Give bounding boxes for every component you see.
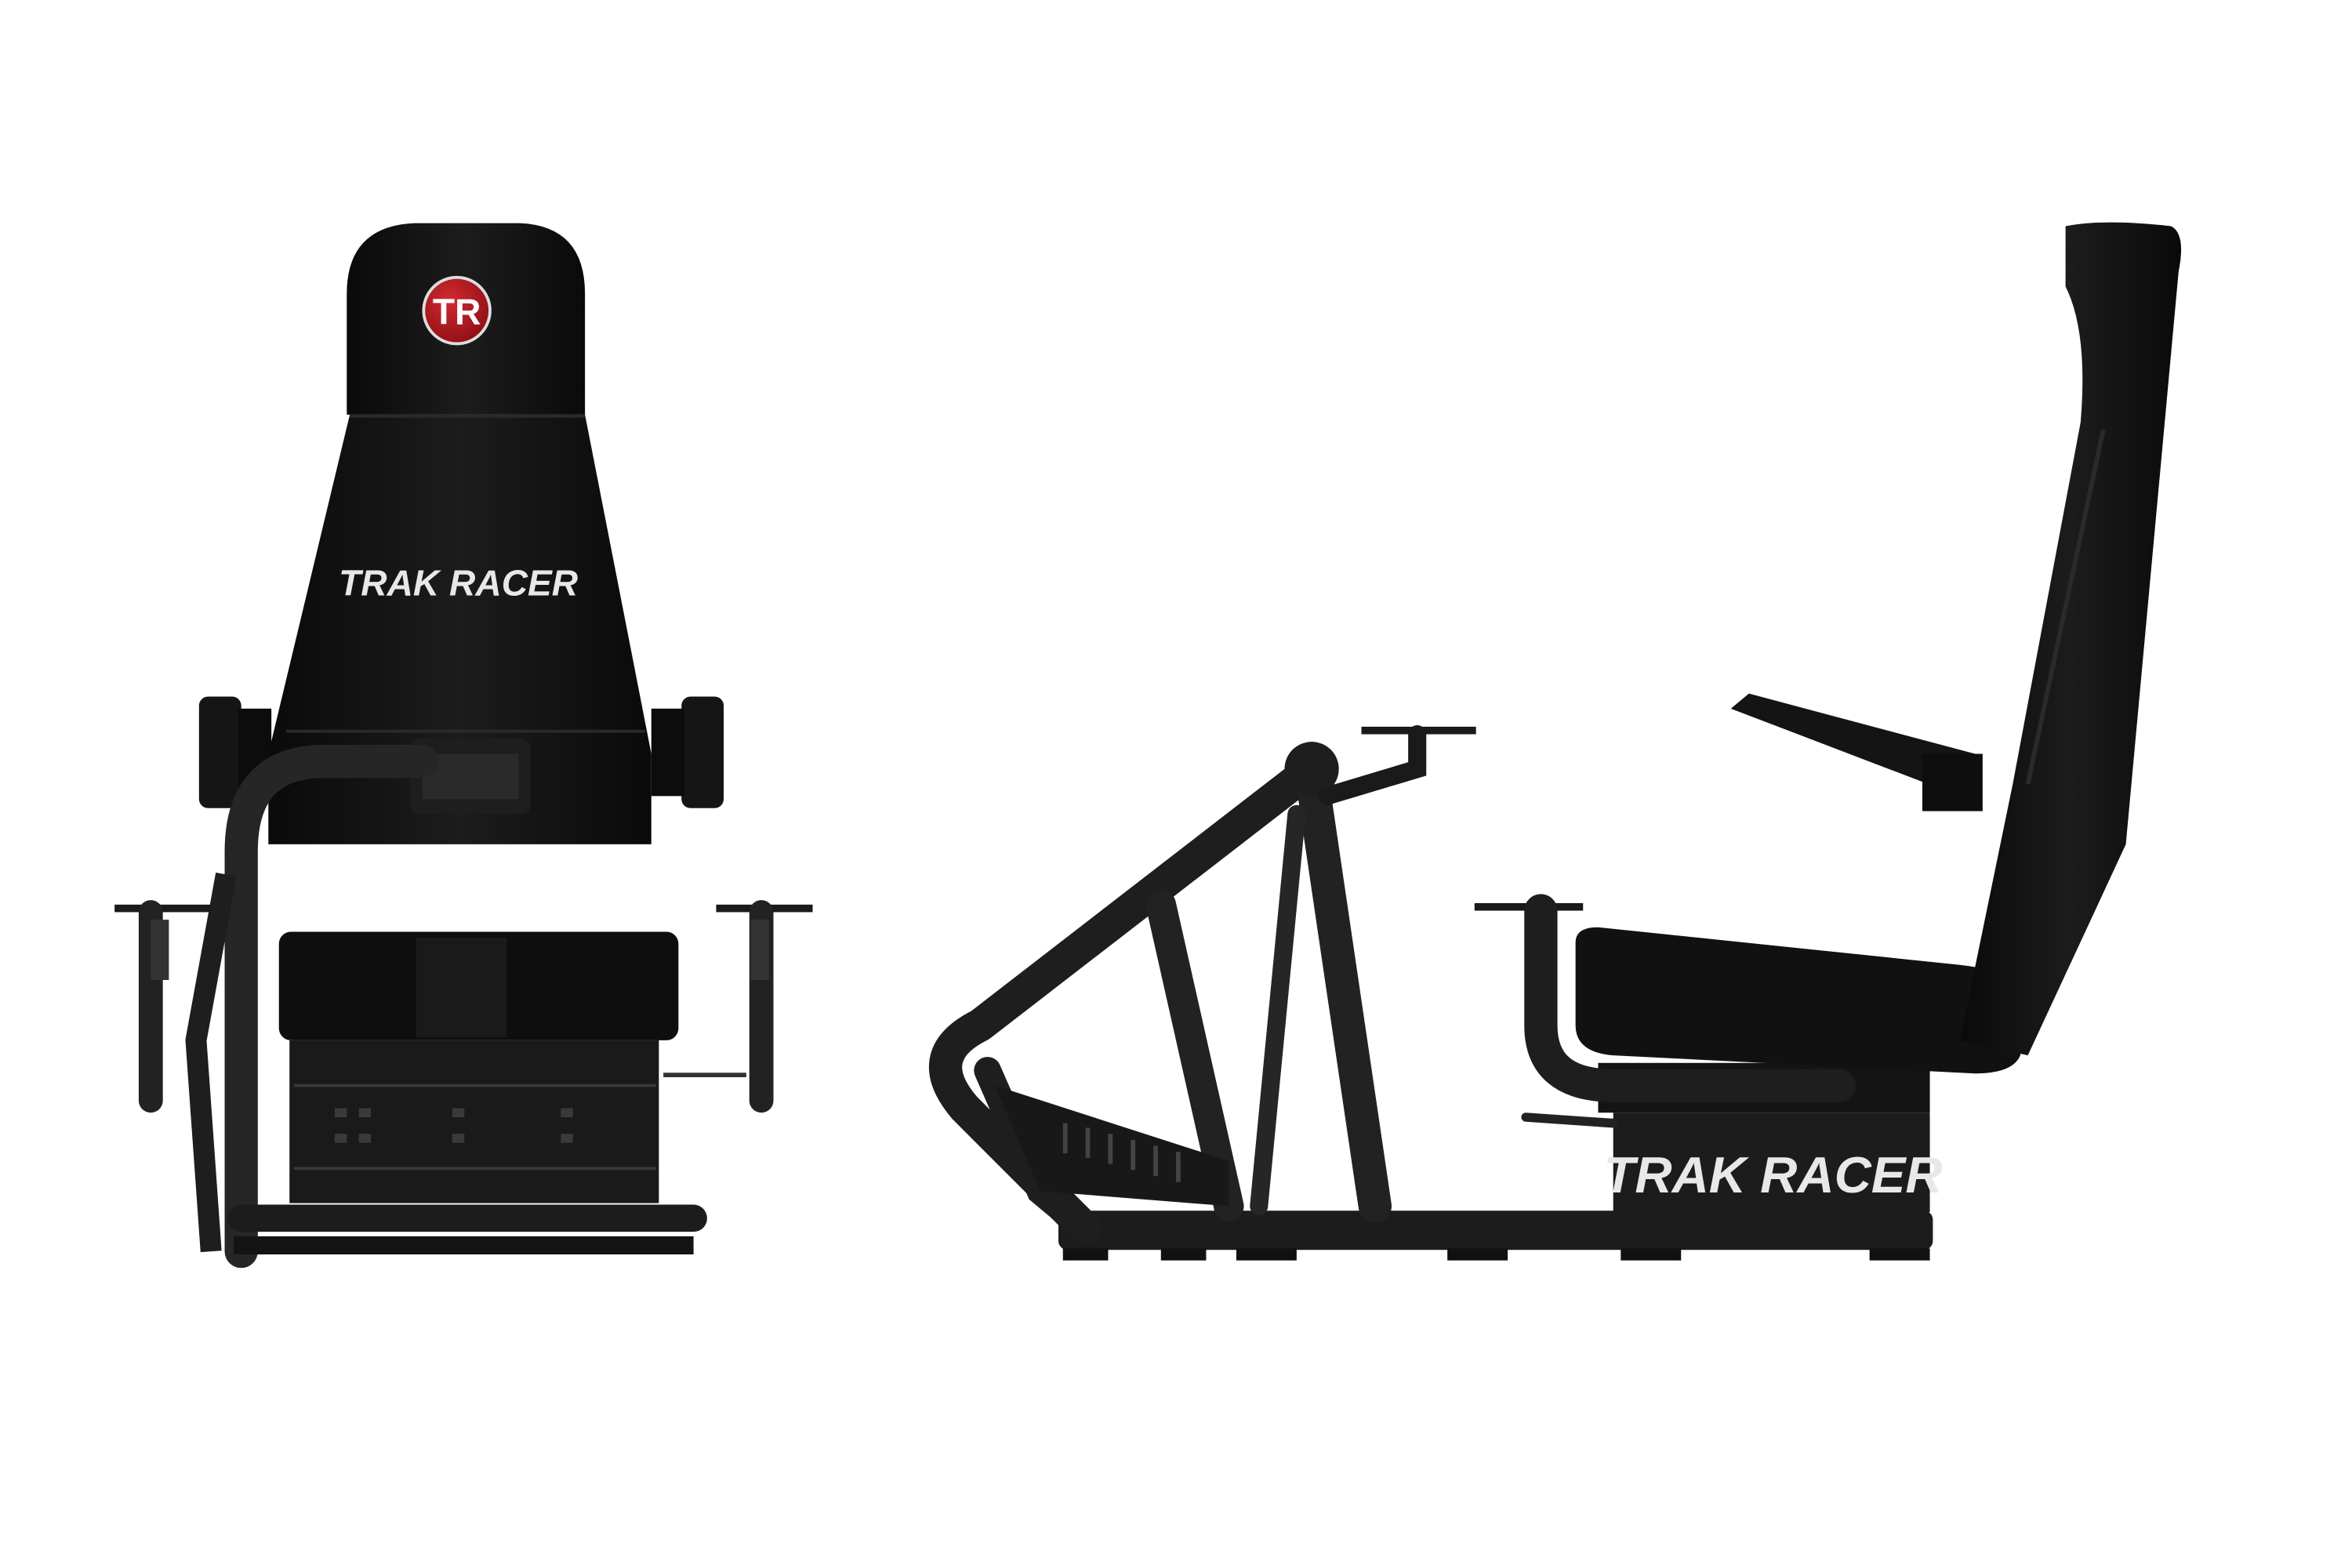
side-view: TRAK RACER xyxy=(929,222,2182,1261)
side-brand-label: TRAK RACER xyxy=(1603,1146,1942,1203)
side-wheel-upright xyxy=(1294,760,1392,1223)
front-backrest xyxy=(268,414,652,844)
side-front-tube xyxy=(929,752,1329,1246)
side-seat-cushion xyxy=(1575,927,2028,1074)
side-wheel-mount xyxy=(1284,725,1476,805)
tr-logo-icon: TR xyxy=(422,275,492,346)
front-brand-label: TRAK RACER xyxy=(339,563,578,604)
left-armrest xyxy=(198,696,241,808)
front-seat-slider xyxy=(289,1040,659,1203)
front-view: TR TRAK RACER xyxy=(114,223,813,1269)
side-armrest xyxy=(1730,693,1976,800)
left-side-mount xyxy=(114,900,212,1113)
side-backrest xyxy=(1960,222,2182,1056)
side-slider-block xyxy=(1613,1112,1930,1213)
front-frame-tube xyxy=(224,745,439,1269)
right-armrest xyxy=(681,696,724,808)
side-shifter-mount xyxy=(1474,894,1857,1102)
logo-letters: TR xyxy=(433,291,481,332)
side-base-rail xyxy=(1058,1210,1933,1250)
right-side-mount xyxy=(663,900,813,1113)
